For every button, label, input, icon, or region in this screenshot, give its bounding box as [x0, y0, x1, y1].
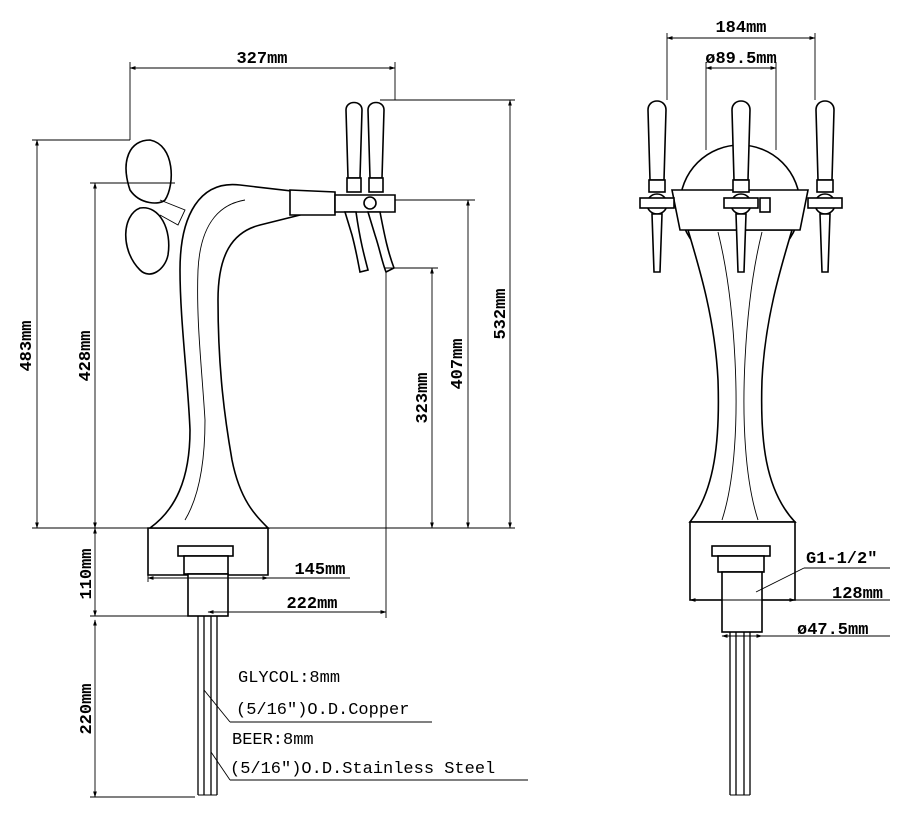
side-view: 327mm 532mm 407mm 323mm 483mm 428mm 110m…: [18, 50, 528, 798]
beer-spec: (5/16″)O.D.Stainless Steel: [230, 760, 495, 779]
front-tap-center: [723, 100, 759, 273]
glycol-spec: (5/16″)O.D.Copper: [236, 701, 409, 720]
dim-tubing-length: 220mm: [78, 683, 97, 734]
dim-shank-diameter: ø47.5mm: [797, 621, 868, 640]
dim-height-total: 532mm: [492, 288, 511, 339]
front-tap-right: [807, 100, 843, 273]
tap-handle: [367, 101, 385, 179]
tower-column: [147, 183, 301, 529]
dim-height-spout: 323mm: [414, 372, 433, 423]
dim-base-width-front: 128mm: [832, 585, 883, 604]
glycol-label: GLYCOL:8mm: [238, 669, 340, 688]
dim-height-mid: 428mm: [77, 330, 96, 381]
front-column: [686, 229, 797, 523]
thread-label: G1-1/2″: [806, 550, 877, 569]
beer-label: BEER:8mm: [232, 731, 314, 750]
dim-width-top: 327mm: [236, 50, 287, 69]
front-view: 184mm ø89.5mm G1-1/2″ 128mm ø47.5mm: [639, 19, 890, 796]
medallion: [125, 139, 173, 204]
tap-handle: [345, 101, 363, 179]
dim-height-tap: 407mm: [449, 338, 468, 389]
front-tap-left: [639, 100, 675, 273]
dim-base-width: 145mm: [294, 561, 345, 580]
dim-tap-span: 184mm: [715, 19, 766, 38]
dim-height-overall: 483mm: [18, 320, 37, 371]
dim-below-counter: 110mm: [78, 548, 97, 599]
dim-head-diameter: ø89.5mm: [705, 50, 776, 69]
dim-reach: 222mm: [286, 595, 337, 614]
